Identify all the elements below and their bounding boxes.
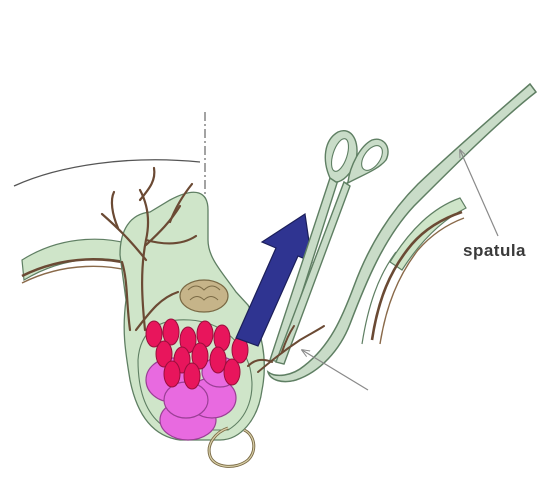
- right-tissue-layers: [362, 198, 466, 344]
- skull-outline: [14, 160, 200, 186]
- spatula-label: spatula: [463, 241, 526, 261]
- gland: [180, 280, 228, 312]
- spatula-leader-line: [460, 150, 498, 236]
